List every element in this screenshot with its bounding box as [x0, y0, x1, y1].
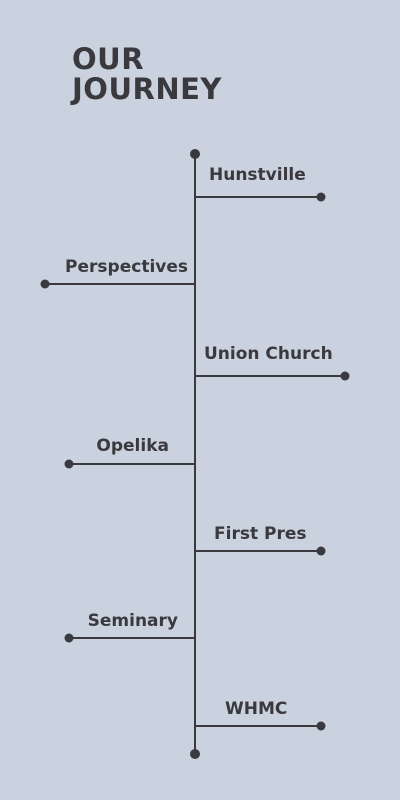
- event-label-whmc: WHMC: [225, 699, 288, 719]
- timeline-branch-hunstville: [195, 192, 326, 202]
- page-title: OUR JOURNEY: [72, 44, 222, 104]
- timeline-branch-seminary: [64, 633, 195, 643]
- event-label-first-pres: First Pres: [214, 524, 307, 544]
- event-label-seminary: Seminary: [87, 611, 178, 631]
- timeline-start-dot: [190, 149, 200, 159]
- title-line-2: JOURNEY: [72, 72, 222, 106]
- event-label-perspectives: Perspectives: [65, 257, 188, 277]
- timeline-branch-opelika: [64, 459, 195, 469]
- timeline-end-dot: [190, 749, 200, 759]
- event-label-opelika: Opelika: [96, 436, 169, 456]
- event-label-hunstville: Hunstville: [209, 165, 306, 185]
- timeline-branch-union-church: [195, 371, 350, 381]
- title-line-1: OUR: [72, 42, 145, 76]
- timeline-branch-whmc: [195, 721, 326, 731]
- timeline-branch-first-pres: [195, 546, 326, 556]
- timeline-branch-perspectives: [40, 279, 195, 289]
- event-label-union-church: Union Church: [204, 344, 333, 364]
